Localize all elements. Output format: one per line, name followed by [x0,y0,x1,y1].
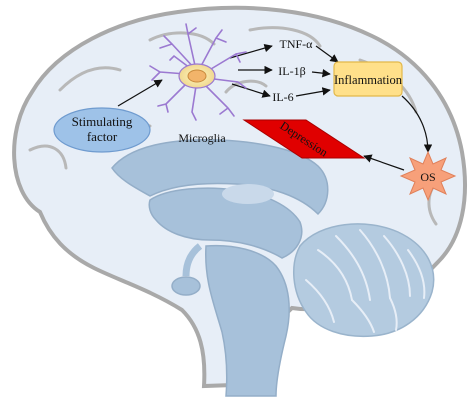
arrow-il1-to-inflammation [311,68,331,78]
arrow-il6-to-inflammation [295,87,331,97]
midbrain-highlight [222,184,274,204]
arrows [117,44,433,171]
stimulating-factor-label-2: factor [87,129,118,144]
stimulating-factor-label-1: Stimulating [72,114,133,129]
os-label: OS [420,170,435,184]
arrow-inflammation-to-os [401,95,433,153]
microglia-label: Microglia [178,131,226,145]
stimulating-factor-node: Stimulating factor [53,107,151,153]
pituitary [171,276,201,296]
arrow-microglia-to-il6 [231,83,271,98]
tnf-alpha-label: TNF-α [280,37,314,51]
brainstem [204,244,290,397]
fornix [182,243,203,277]
os-node: OS [399,150,457,202]
arrow-tnf-to-inflammation [315,45,339,63]
il-6-label: IL-6 [272,90,293,104]
arrow-os-to-depression [363,154,405,171]
arrow-stimulus-to-microglia [117,79,163,107]
os-burst-icon [399,150,457,202]
microglia-cell-icon [149,23,247,121]
cerebellum [293,223,435,338]
corpus-callosum [111,138,329,216]
inflammation-label: Inflammation [334,73,403,87]
il-1-beta-label: IL-1β [278,64,305,78]
inflammation-node: Inflammation [333,61,403,97]
